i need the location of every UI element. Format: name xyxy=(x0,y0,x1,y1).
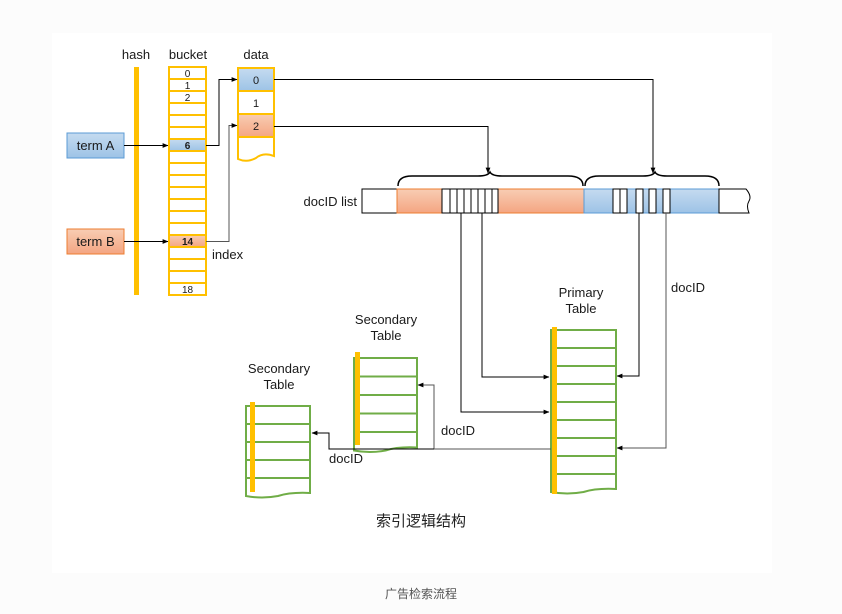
posting-cell xyxy=(477,188,486,214)
posting-cell xyxy=(470,188,479,214)
hash-bar xyxy=(134,67,139,295)
term-a-label: term A xyxy=(77,138,115,153)
docid-label-right: docID xyxy=(671,280,705,295)
bucket-cell xyxy=(168,126,207,140)
doc-to-primary-arrow-3 xyxy=(616,213,640,379)
bucket-cell-label: 2 xyxy=(185,93,191,104)
doc-to-primary-arrow-2 xyxy=(460,213,550,415)
salmon-brace xyxy=(397,170,584,187)
secondary-table-2 xyxy=(245,402,311,499)
data2-to-doclist-arrow xyxy=(274,126,491,174)
blue-brace xyxy=(584,170,720,187)
table-outline xyxy=(353,357,418,453)
secondary-table-1-title-1: Secondary xyxy=(355,312,418,327)
bucket-cell xyxy=(168,246,207,260)
bucket-cell xyxy=(168,186,207,200)
table-key-bar xyxy=(250,402,255,492)
page-caption: 广告检索流程 xyxy=(384,587,457,601)
doc-to-primary-arrow-4 xyxy=(616,213,667,451)
posting-cell xyxy=(456,188,465,214)
bucket-cell xyxy=(168,222,207,236)
table-key-bar xyxy=(552,327,557,494)
bucket-cell xyxy=(168,174,207,188)
data0-to-doclist-arrow xyxy=(274,79,656,174)
docid-label-left: docID xyxy=(329,451,363,466)
primary-to-secondary-2-arrow xyxy=(311,430,434,450)
table-key-bar xyxy=(355,352,360,445)
bucket-cell: 18 xyxy=(168,282,207,296)
data-cell xyxy=(237,136,275,162)
posting-cell xyxy=(662,188,671,214)
data-cell-label: 2 xyxy=(253,121,259,133)
bucket-cell xyxy=(168,258,207,272)
docid-list-head-cell xyxy=(361,188,398,214)
posting-cell xyxy=(463,188,472,214)
primary-table-title-1: Primary xyxy=(559,285,604,300)
data-cell: 0 xyxy=(237,67,275,92)
docid-list xyxy=(361,188,751,214)
posting-cell xyxy=(612,188,621,214)
primary-to-secondary-1-arrow xyxy=(417,382,551,450)
table-outline xyxy=(550,329,617,495)
secondary-table-2-title-2: Table xyxy=(263,377,294,392)
figure-caption: 索引逻辑结构 xyxy=(375,512,466,530)
bucket-cell xyxy=(168,162,207,176)
secondary-table-2-title-1: Secondary xyxy=(248,361,311,376)
doc-to-primary-arrow-1 xyxy=(481,213,550,380)
posting-cell xyxy=(648,188,657,214)
bucket-cell-label: 18 xyxy=(182,285,194,296)
bucket14-to-data2-arrow xyxy=(206,123,238,242)
data-label: data xyxy=(243,47,269,62)
index-label: index xyxy=(212,247,244,262)
data-cell-label: 0 xyxy=(253,75,259,87)
bucket-label: bucket xyxy=(169,47,208,62)
table-outline xyxy=(245,405,311,499)
posting-cell xyxy=(619,188,628,214)
posting-cell xyxy=(491,188,499,214)
bucket-cell-label: 6 xyxy=(185,141,191,152)
data-column: 0 1 2 xyxy=(237,67,275,162)
posting-cell xyxy=(441,188,451,214)
primary-table-title-2: Table xyxy=(565,301,596,316)
docid-list-label: docID list xyxy=(304,194,358,209)
hash-label: hash xyxy=(122,47,150,62)
bucket-cell-label: 0 xyxy=(185,69,191,80)
secondary-table-1 xyxy=(353,352,418,453)
bucket-cell xyxy=(168,102,207,116)
data-cell: 2 xyxy=(237,113,275,138)
bucket-cell xyxy=(168,270,207,284)
term-b-label: term B xyxy=(76,234,114,249)
term-a[interactable]: term A xyxy=(66,132,125,159)
bucket-column: 012 6 14 18 xyxy=(168,66,207,296)
bucket6-to-data0-arrow xyxy=(206,77,238,146)
posting-cell xyxy=(484,188,493,214)
data-cell-label: 1 xyxy=(253,98,259,110)
primary-table xyxy=(550,327,617,495)
bucket-cell-label: 14 xyxy=(182,237,194,248)
bucket-cell xyxy=(168,210,207,224)
bucket-cell xyxy=(168,150,207,164)
bucket-cell xyxy=(168,198,207,212)
data-cell: 1 xyxy=(237,90,275,115)
bucket-cell xyxy=(168,114,207,128)
posting-cell xyxy=(449,188,458,214)
docid-list-tail-cell xyxy=(718,188,751,214)
term-b[interactable]: term B xyxy=(66,228,125,255)
secondary-table-1-title-2: Table xyxy=(370,328,401,343)
posting-cell xyxy=(635,188,644,214)
bucket-cell-label: 1 xyxy=(185,81,191,92)
docid-label-mid: docID xyxy=(441,423,475,438)
bucket-cell: 2 xyxy=(168,90,207,104)
